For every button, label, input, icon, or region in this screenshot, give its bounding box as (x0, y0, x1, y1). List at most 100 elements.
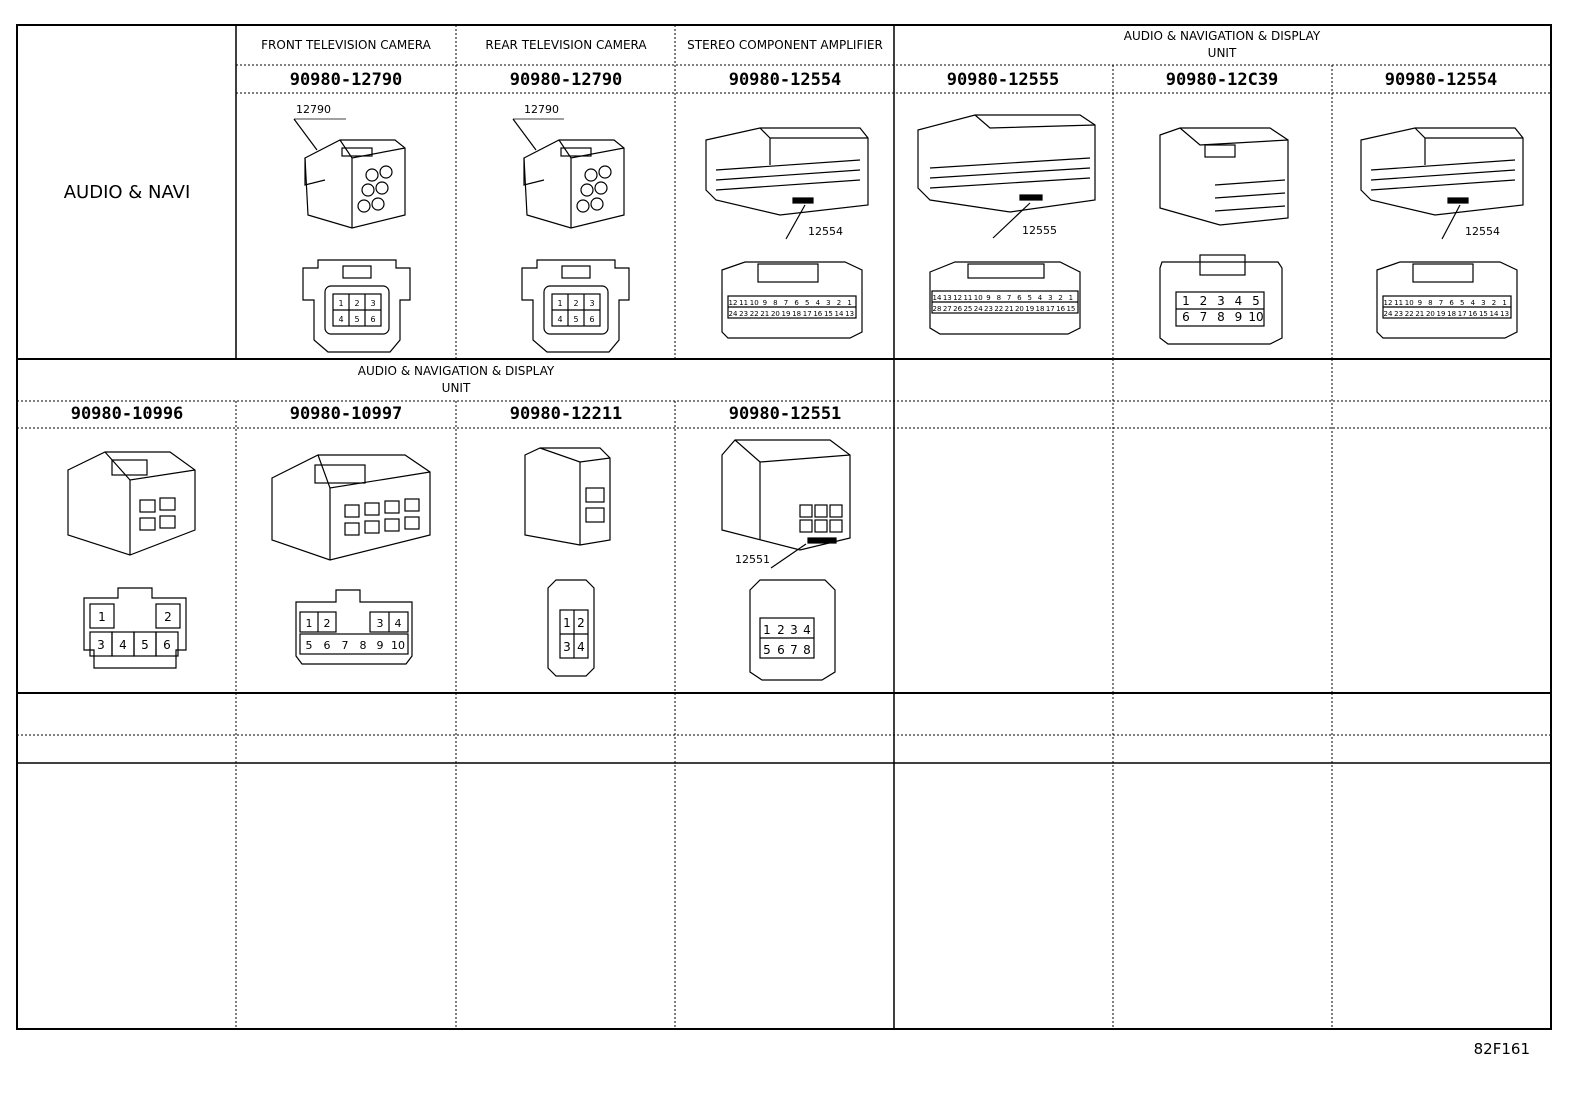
pin-number: 21 (1415, 310, 1424, 318)
connector-12551-face (749, 579, 836, 681)
pin-number: 20 (1426, 310, 1435, 318)
pin-number: 16 (813, 310, 822, 318)
pin-number: 7 (1200, 310, 1208, 324)
pin-number: 16 (1468, 310, 1477, 318)
pin-number: 9 (763, 299, 767, 307)
pin-number: 10 (974, 294, 983, 302)
pin-number: 4 (338, 315, 343, 324)
pin-number: 6 (1182, 310, 1190, 324)
part-number: 90980-10997 (290, 404, 403, 424)
part-number: 90980-12551 (729, 404, 842, 424)
pin-number: 14 (933, 294, 942, 302)
pin-number: 6 (794, 299, 799, 307)
connector-12554-amp-iso (705, 127, 869, 240)
connector-12c39-face (1159, 254, 1283, 345)
pin-number: 5 (763, 643, 771, 657)
pin-number: 4 (1235, 294, 1243, 308)
pin-number: 1 (306, 617, 313, 630)
pin-number: 8 (997, 294, 1001, 302)
pin-number: 21 (760, 310, 769, 318)
part-number: 90980-12790 (510, 70, 623, 90)
pin-number: 1 (338, 299, 343, 308)
connector-12790-front-face (302, 259, 411, 353)
callout-label: 12551 (735, 553, 770, 566)
pin-number: 4 (803, 623, 811, 637)
connector-12211-iso (524, 447, 611, 546)
pin-number: 3 (1481, 299, 1485, 307)
pin-number: 18 (1447, 310, 1456, 318)
pin-number: 27 (943, 305, 952, 313)
pin-number: 19 (782, 310, 791, 318)
pin-number: 11 (739, 299, 748, 307)
pin-number: 17 (1046, 305, 1055, 313)
pin-number: 18 (1036, 305, 1045, 313)
pin-number: 3 (790, 623, 798, 637)
part-number: 90980-12554 (729, 70, 842, 90)
connector-12554-iso (1360, 127, 1524, 240)
pin-number: 5 (1027, 294, 1031, 302)
pin-number: 3 (589, 299, 594, 308)
pin-number: 8 (1428, 299, 1432, 307)
pin-number: 1 (563, 616, 571, 630)
pin-number: 2 (1492, 299, 1496, 307)
part-number: 90980-10996 (71, 404, 184, 424)
pin-number: 15 (824, 310, 833, 318)
pin-number: 13 (1500, 310, 1509, 318)
callout-label: 12554 (1465, 225, 1500, 238)
pin-number: 9 (986, 294, 990, 302)
pin-number: 1 (1502, 299, 1506, 307)
connector-12551-iso (721, 439, 851, 569)
table-border (16, 24, 1552, 1030)
pin-number: 13 (845, 310, 854, 318)
pin-number: 24 (974, 305, 983, 313)
part-number: 90980-12790 (290, 70, 403, 90)
pin-number: 15 (1479, 310, 1488, 318)
pin-number: 8 (803, 643, 811, 657)
pin-number: 5 (1252, 294, 1260, 308)
pin-number: 3 (377, 617, 384, 630)
pin-number: 28 (933, 305, 942, 313)
pin-number: 2 (573, 299, 578, 308)
pin-number: 4 (1038, 294, 1043, 302)
pin-number: 10 (1405, 299, 1414, 307)
pin-number: 22 (994, 305, 1003, 313)
pin-number: 2 (164, 610, 172, 624)
pin-number: 6 (1449, 299, 1454, 307)
pin-number: 2 (777, 623, 785, 637)
pin-number: 1 (1182, 294, 1190, 308)
pin-number: 24 (729, 310, 738, 318)
pin-number: 9 (1418, 299, 1422, 307)
connector-10996-face (83, 587, 187, 669)
pin-number: 3 (1048, 294, 1052, 302)
part-number: 90980-12C39 (1166, 70, 1279, 90)
connector-10997-iso (271, 454, 431, 561)
pin-number: 6 (777, 643, 785, 657)
pin-number: 3 (563, 640, 571, 654)
pin-number: 6 (370, 315, 375, 324)
pin-number: 7 (790, 643, 798, 657)
group-label-front-camera: FRONT TELEVISION CAMERA (261, 38, 432, 52)
group-label-audio-nav-unit-line1: AUDIO & NAVIGATION & DISPLAY (1124, 29, 1321, 43)
pin-number: 5 (141, 638, 149, 652)
pin-number: 4 (1471, 299, 1476, 307)
connector-12554-amp-face (721, 261, 863, 339)
pin-number: 2 (324, 617, 331, 630)
pin-number: 19 (1437, 310, 1446, 318)
group-label-row2-line2: UNIT (442, 381, 471, 395)
pin-number: 4 (119, 638, 127, 652)
pin-number: 10 (750, 299, 759, 307)
connector-12555-face (929, 261, 1081, 335)
connector-12790-rear-face (521, 259, 630, 353)
section-title: AUDIO & NAVI (64, 182, 191, 203)
pin-number: 20 (1015, 305, 1024, 313)
pin-number: 3 (1217, 294, 1225, 308)
pin-number: 2 (577, 616, 585, 630)
pin-number: 9 (377, 639, 384, 652)
pin-number: 1 (98, 610, 106, 624)
pin-number: 16 (1056, 305, 1065, 313)
